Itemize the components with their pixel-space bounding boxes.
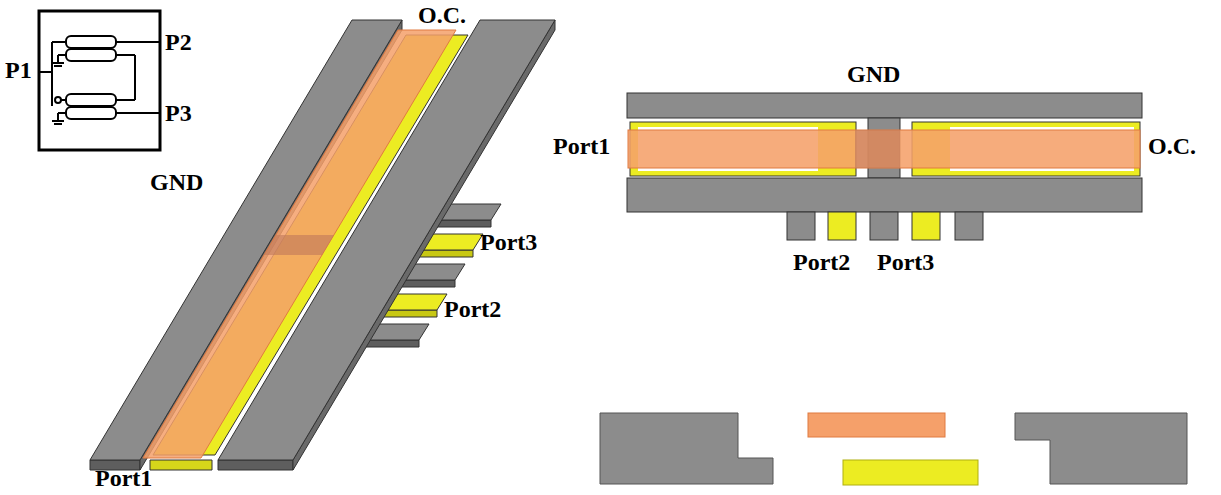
schematic-inset [39, 11, 160, 150]
part-label: Port1 [553, 134, 610, 159]
coupler-cross-section [600, 413, 1187, 485]
part-label: P1 [5, 58, 32, 83]
coupler-top-view [627, 93, 1142, 240]
part-label: P2 [165, 30, 192, 55]
coupler-3d-view [90, 20, 555, 470]
part-label: GND [150, 170, 203, 195]
part-label: O.C. [418, 3, 466, 28]
part-label: GND [847, 62, 900, 87]
part-label: Port2 [793, 250, 850, 275]
part-label: Port3 [480, 230, 537, 255]
part-label: Port1 [95, 466, 152, 491]
part-label: O.C. [1148, 134, 1196, 159]
part-label: P3 [165, 101, 192, 126]
part-label: Port3 [877, 250, 934, 275]
part-label: Port2 [444, 297, 501, 322]
